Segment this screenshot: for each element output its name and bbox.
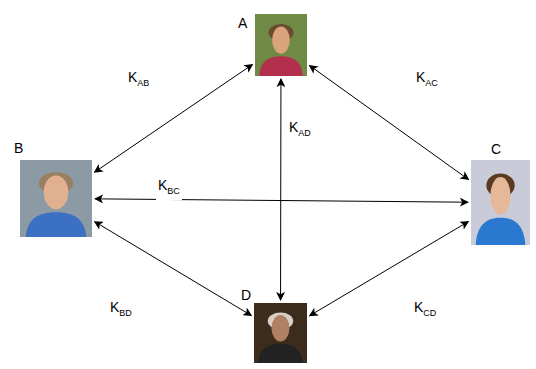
key-connector	[310, 222, 469, 316]
person-letter: D	[241, 287, 251, 303]
person-letter: A	[238, 15, 247, 31]
key-connector	[309, 65, 468, 179]
portrait-photo	[20, 160, 92, 237]
portrait-photo	[255, 14, 307, 76]
key-connector	[95, 199, 468, 202]
person-node: D	[254, 303, 307, 363]
key-label: KAD	[287, 118, 313, 142]
key-connector	[280, 79, 281, 300]
key-label: KAC	[414, 68, 440, 92]
person-node: A	[255, 14, 307, 76]
person-node: B	[20, 160, 92, 237]
portrait-photo	[471, 160, 530, 245]
key-label: KBD	[108, 298, 134, 322]
portrait-photo	[254, 303, 307, 363]
key-label: KCD	[412, 298, 438, 322]
key-connector	[94, 64, 252, 172]
person-letter: B	[14, 140, 23, 156]
key-label: KBC	[156, 176, 182, 200]
person-letter: C	[491, 141, 501, 157]
key-label: KAB	[126, 68, 151, 92]
person-node: C	[471, 160, 530, 245]
